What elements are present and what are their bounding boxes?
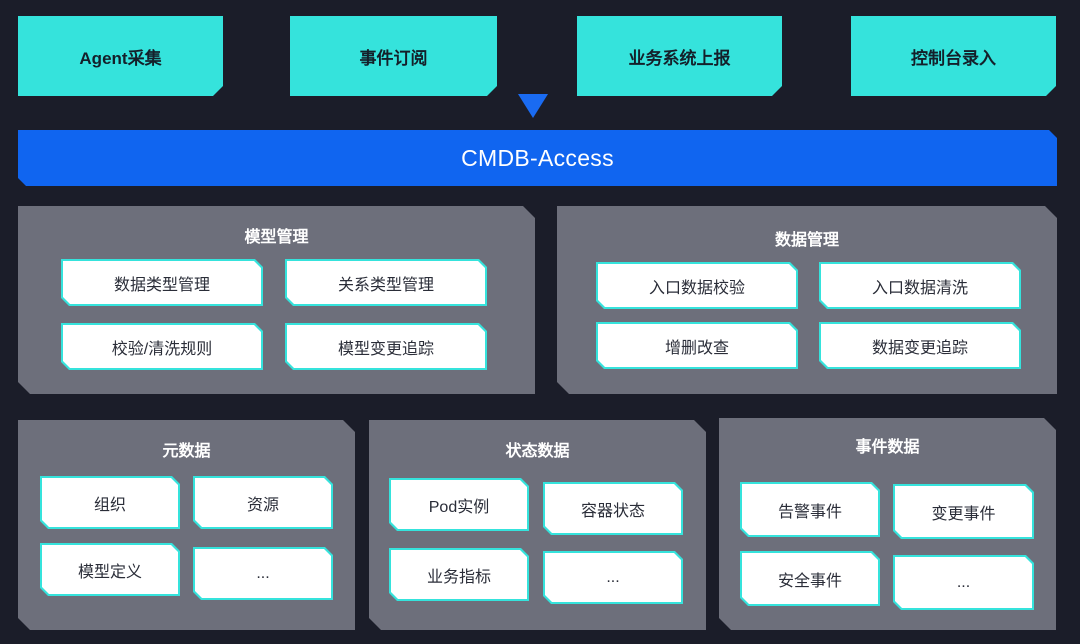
container-status-tile: 容器状态 bbox=[543, 482, 683, 535]
more-meta-tile: ... bbox=[193, 547, 333, 600]
state-data-panel: 状态数据 Pod实例 容器状态 业务指标 ... bbox=[369, 420, 706, 630]
tile-label: 资源 bbox=[195, 478, 331, 527]
tile-label: 增删改查 bbox=[598, 324, 796, 367]
alarm-event-tile: 告警事件 bbox=[740, 482, 880, 537]
more-state-tile: ... bbox=[543, 551, 683, 604]
data-change-tracking-tile: 数据变更追踪 bbox=[819, 322, 1021, 369]
change-event-tile: 变更事件 bbox=[893, 484, 1034, 539]
entry-data-validation-tile: 入口数据校验 bbox=[596, 262, 798, 309]
panel-title: 事件数据 bbox=[855, 439, 920, 456]
model-change-tracking-tile: 模型变更追踪 bbox=[285, 323, 487, 370]
source-label: Agent采集 bbox=[79, 48, 162, 68]
security-event-tile: 安全事件 bbox=[740, 551, 880, 606]
source-agent-collect: Agent采集 bbox=[18, 16, 223, 96]
tile-label: 数据变更追踪 bbox=[821, 324, 1019, 367]
source-event-subscribe: 事件订阅 bbox=[290, 16, 497, 96]
business-metrics-tile: 业务指标 bbox=[389, 548, 529, 601]
relation-type-management-tile: 关系类型管理 bbox=[285, 259, 487, 306]
tile-label: Pod实例 bbox=[391, 480, 527, 529]
panel-title: 元数据 bbox=[162, 443, 211, 460]
tile-label: 安全事件 bbox=[742, 553, 878, 604]
model-management-panel: 模型管理 数据类型管理 关系类型管理 校验/清洗规则 模型变更追踪 bbox=[18, 206, 535, 394]
tile-label: 组织 bbox=[42, 478, 178, 527]
access-label: CMDB-Access bbox=[461, 144, 614, 171]
tile-label: 入口数据清洗 bbox=[821, 264, 1019, 307]
tile-label: 容器状态 bbox=[545, 484, 681, 533]
pod-instance-tile: Pod实例 bbox=[389, 478, 529, 531]
tile-label: 业务指标 bbox=[391, 550, 527, 599]
tile-label: 入口数据校验 bbox=[598, 264, 796, 307]
source-label: 控制台录入 bbox=[911, 48, 996, 68]
crud-tile: 增删改查 bbox=[596, 322, 798, 369]
tile-label: 模型定义 bbox=[42, 545, 178, 594]
tile-label: 校验/清洗规则 bbox=[63, 325, 261, 368]
tile-label: ... bbox=[895, 557, 1032, 608]
tile-label: 变更事件 bbox=[895, 486, 1032, 537]
panel-title: 模型管理 bbox=[244, 229, 309, 246]
panel-title: 状态数据 bbox=[505, 443, 570, 460]
meta-data-panel: 元数据 组织 资源 模型定义 ... bbox=[18, 420, 355, 630]
model-definition-tile: 模型定义 bbox=[40, 543, 180, 596]
data-type-management-tile: 数据类型管理 bbox=[61, 259, 263, 306]
entry-data-cleaning-tile: 入口数据清洗 bbox=[819, 262, 1021, 309]
source-label: 事件订阅 bbox=[359, 48, 428, 68]
tile-label: ... bbox=[195, 549, 331, 598]
cmdb-access-bar: CMDB-Access bbox=[18, 130, 1057, 186]
tile-label: 关系类型管理 bbox=[287, 261, 485, 304]
resource-tile: 资源 bbox=[193, 476, 333, 529]
panel-title: 数据管理 bbox=[774, 232, 839, 249]
tile-label: 数据类型管理 bbox=[63, 261, 261, 304]
validation-cleaning-rules-tile: 校验/清洗规则 bbox=[61, 323, 263, 370]
tile-label: 模型变更追踪 bbox=[287, 325, 485, 368]
organization-tile: 组织 bbox=[40, 476, 180, 529]
source-label: 业务系统上报 bbox=[628, 48, 731, 68]
source-business-report: 业务系统上报 bbox=[577, 16, 782, 96]
event-data-panel: 事件数据 告警事件 变更事件 安全事件 ... bbox=[719, 418, 1056, 630]
down-arrow-icon bbox=[518, 94, 548, 118]
more-event-tile: ... bbox=[893, 555, 1034, 610]
tile-label: 告警事件 bbox=[742, 484, 878, 535]
tile-label: ... bbox=[545, 553, 681, 602]
data-management-panel: 数据管理 入口数据校验 入口数据清洗 增删改查 数据变更追踪 bbox=[557, 206, 1057, 394]
source-console-entry: 控制台录入 bbox=[851, 16, 1056, 96]
